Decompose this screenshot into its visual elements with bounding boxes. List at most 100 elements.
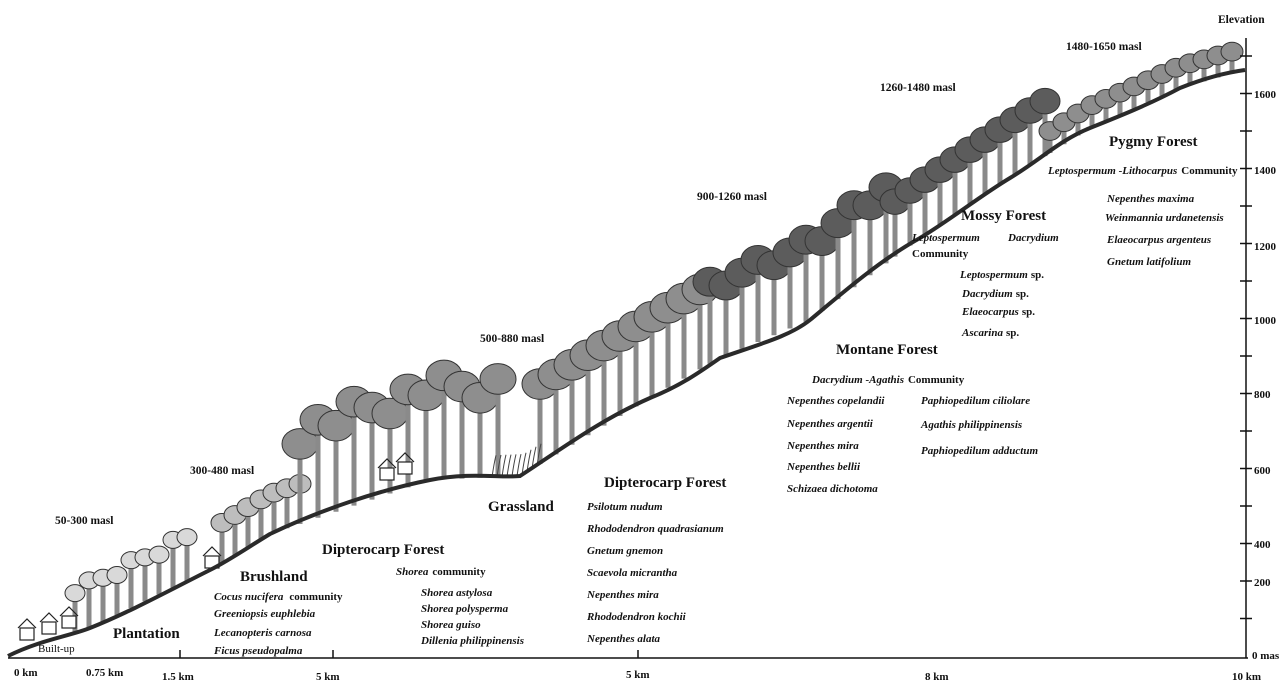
pygmy-species-1: Nepenthes maxima bbox=[1106, 193, 1195, 205]
mossy-community-word: Community bbox=[912, 248, 969, 260]
dipterocarp-high-species-4: Scaevola micrantha bbox=[587, 567, 678, 579]
elevation-tick-800: 800 bbox=[1254, 389, 1271, 401]
distance-tick-4: 5 km bbox=[626, 669, 650, 681]
tree-canopy bbox=[479, 363, 517, 395]
montane-species-right-1: Paphiopedilum ciliolare bbox=[921, 395, 1030, 407]
dipterocarp-low-species-4: Dillenia philippinensis bbox=[420, 635, 524, 647]
grass-tuft bbox=[516, 454, 522, 477]
dipterocarp-low-species-3: Shorea guiso bbox=[421, 619, 481, 631]
brushland-title: Brushland bbox=[240, 569, 308, 585]
grass-tuft bbox=[506, 454, 512, 477]
dipterocarp-tree bbox=[407, 379, 445, 482]
dipterocarp-low-species-1: Shorea astylosa bbox=[421, 587, 493, 599]
dipterocarp-high-title: Dipterocarp Forest bbox=[604, 475, 726, 491]
house-icon bbox=[59, 606, 79, 629]
distance-tick-3: 5 km bbox=[316, 671, 340, 681]
tree-canopy bbox=[176, 528, 198, 547]
elevation-tick-200: 200 bbox=[1254, 577, 1271, 589]
tree-canopy bbox=[1029, 87, 1061, 115]
dipterocarp-tree bbox=[461, 381, 499, 478]
montane-species-left-5: Schizaea dichotoma bbox=[787, 483, 878, 495]
house-icon bbox=[395, 452, 415, 475]
dipterocarp-tree bbox=[317, 409, 355, 512]
distance-axis-ticks bbox=[179, 650, 639, 658]
house-roof bbox=[59, 606, 79, 617]
house-roof bbox=[377, 458, 397, 469]
elevation-tick-1600: 1600 bbox=[1254, 89, 1277, 101]
montane-species-left-3: Nepenthes mira bbox=[786, 440, 859, 452]
elevation-tick-0: 0 mas bbox=[1252, 650, 1280, 662]
band-label-900-1260: 900-1260 masl bbox=[697, 191, 767, 203]
grass-tuft bbox=[501, 454, 507, 477]
house-wall bbox=[379, 467, 395, 481]
house-roof bbox=[17, 618, 37, 629]
house-icon bbox=[17, 618, 37, 641]
elevation-tick-1200: 1200 bbox=[1254, 241, 1277, 253]
mossy-genus-b: Dacrydium bbox=[1007, 232, 1059, 244]
house-roof bbox=[39, 612, 59, 623]
dipterocarp-high-species-7: Nepenthes alata bbox=[586, 633, 661, 645]
grassland-title: Grassland bbox=[488, 499, 555, 515]
tree-canopy bbox=[106, 565, 128, 584]
band-label-300-480: 300-480 masl bbox=[190, 465, 254, 477]
elevation-tick-400: 400 bbox=[1254, 539, 1271, 551]
pygmy-species-3: Elaeocarpus argenteus bbox=[1106, 234, 1211, 246]
pygmy-tree bbox=[1220, 41, 1244, 74]
elevation-axis-ticks bbox=[1240, 55, 1252, 620]
palm-tree bbox=[148, 545, 170, 595]
montane-species-right-3: Paphiopedilum adductum bbox=[921, 445, 1038, 457]
house-wall bbox=[19, 627, 35, 641]
dipterocarp-high-species-3: Gnetum gnemon bbox=[587, 545, 663, 557]
house-icon bbox=[377, 458, 397, 481]
distance-tick-6: 10 km bbox=[1232, 671, 1261, 681]
house-roof bbox=[202, 546, 222, 557]
tree-canopy bbox=[1220, 41, 1244, 62]
dipterocarp-tree bbox=[281, 428, 319, 524]
house-wall bbox=[397, 461, 413, 475]
house-wall bbox=[61, 615, 77, 629]
elevation-tick-600: 600 bbox=[1254, 465, 1271, 477]
dipterocarp-high-species-5: Nepenthes mira bbox=[586, 589, 659, 601]
elevation-tick-1000: 1000 bbox=[1254, 315, 1277, 327]
band-label-1260-1480: 1260-1480 masl bbox=[880, 82, 956, 94]
montane-species-left-4: Nepenthes bellii bbox=[786, 461, 861, 473]
grass-tuft bbox=[491, 455, 497, 478]
band-label-1480-1650: 1480-1650 masl bbox=[1066, 41, 1142, 53]
pygmy-species-4: Gnetum latifolium bbox=[1107, 256, 1191, 268]
dipterocarp-low-species-2: Shorea polysperma bbox=[421, 603, 509, 615]
builtup-label: Built-up bbox=[38, 643, 75, 655]
mossy-title: Mossy Forest bbox=[961, 208, 1046, 224]
elevation-axis-title: Elevation bbox=[1218, 14, 1265, 26]
brushland-species-2: Greeniopsis euphlebia bbox=[214, 608, 316, 620]
distance-tick-0: 0 km bbox=[14, 667, 38, 679]
house-roof bbox=[395, 452, 415, 463]
mossy-genus-a: Leptospermum bbox=[911, 232, 980, 244]
house-wall bbox=[41, 621, 57, 635]
montane-species-right-2: Agathis philippinensis bbox=[920, 419, 1022, 431]
montane-species-left-1: Nepenthes copelandii bbox=[786, 395, 885, 407]
distance-tick-5: 8 km bbox=[925, 671, 949, 681]
palm-tree bbox=[176, 528, 198, 582]
elevation-tick-1400: 1400 bbox=[1254, 165, 1277, 177]
montane-species-left-2: Nepenthes argentii bbox=[786, 418, 874, 430]
plantation-title: Plantation bbox=[113, 626, 180, 642]
tree-canopy bbox=[148, 545, 170, 564]
tree-canopy bbox=[64, 584, 86, 603]
dipterocarp-high-species-2: Rhododendron quadrasianum bbox=[586, 523, 724, 535]
band-label-50-300: 50-300 masl bbox=[55, 515, 113, 527]
palm-tree bbox=[106, 565, 128, 615]
montane-title: Montane Forest bbox=[836, 342, 938, 358]
house-icon bbox=[39, 612, 59, 635]
dipterocarp-high-species-1: Psilotum nudum bbox=[587, 501, 663, 513]
distance-tick-2: 1.5 km bbox=[162, 671, 194, 681]
terrain-profile bbox=[7, 68, 1246, 658]
